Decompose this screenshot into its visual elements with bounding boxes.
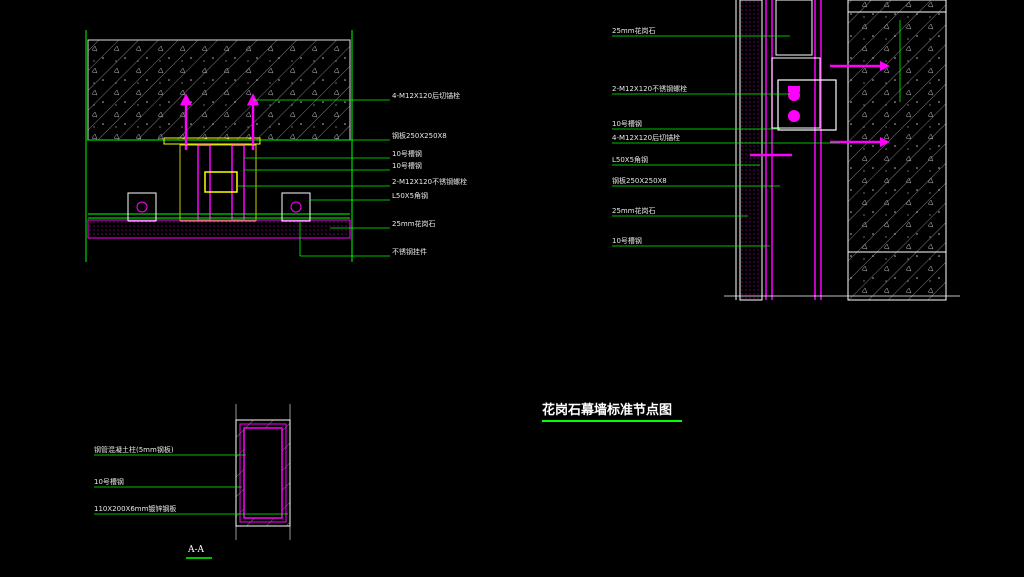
elevation-label-1: 25mm花岗石 bbox=[612, 26, 656, 35]
stone-clips bbox=[127, 192, 311, 222]
section-callout-1: 钢管混凝土柱(5mm钢板) bbox=[94, 445, 174, 454]
elevation-leaders bbox=[612, 35, 840, 247]
anchor-rods bbox=[750, 64, 884, 157]
elevation-label-4: 4-M12X120后切锚栓 bbox=[612, 133, 680, 142]
section-label: A-A bbox=[187, 545, 205, 555]
elevation-label-5: L50X5角钢 bbox=[612, 155, 648, 164]
plan-label-5: 2-M12X120不锈钢螺栓 bbox=[392, 177, 467, 186]
section-aa-detail: 钢管混凝土柱(5mm钢板) 10号槽钢 110X200X6mm镀锌钢板 A-A bbox=[94, 404, 291, 559]
granite-elevation bbox=[739, 0, 763, 301]
drawing-title-block: 花岗石幕墙标准节点图 bbox=[542, 402, 682, 422]
plan-label-7: 25mm花岗石 bbox=[392, 219, 436, 228]
elevation-detail: 25mm花岗石 2-M12X120不锈钢螺栓 10号槽钢 4-M12X120后切锚栓 L… bbox=[612, 0, 960, 301]
steel-plate bbox=[163, 137, 261, 145]
channel-steel-pair bbox=[197, 144, 245, 221]
plan-leaders bbox=[237, 99, 390, 257]
bolt-heads bbox=[788, 86, 800, 122]
plan-label-8: 不锈钢挂件 bbox=[392, 247, 427, 256]
plan-label-3: 10号槽钢 bbox=[392, 149, 422, 158]
plan-label-2: 钢板250X250X8 bbox=[392, 131, 447, 140]
vertical-channel bbox=[765, 0, 822, 300]
section-callout-2: 10号槽钢 bbox=[94, 477, 124, 486]
section-callout-3: 110X200X6mm镀锌钢板 bbox=[94, 504, 176, 513]
section-leaders bbox=[94, 454, 288, 515]
plan-label-4: 10号槽钢 bbox=[392, 161, 422, 170]
elevation-label-6: 钢板250X250X8 bbox=[612, 176, 667, 185]
elevation-label-3: 10号槽钢 bbox=[612, 119, 642, 128]
elevation-label-2: 2-M12X120不锈钢螺栓 bbox=[612, 84, 687, 93]
granite-panel bbox=[87, 219, 351, 239]
drawing-title: 花岗石幕墙标准节点图 bbox=[542, 402, 672, 418]
plan-label-6: L50X5角钢 bbox=[392, 191, 428, 200]
bracket-box bbox=[777, 79, 837, 131]
plan-label-1: 4-M12X120后切锚栓 bbox=[392, 91, 460, 100]
elevation-label-7: 25mm花岗石 bbox=[612, 206, 656, 215]
elevation-label-8: 10号槽钢 bbox=[612, 236, 642, 245]
